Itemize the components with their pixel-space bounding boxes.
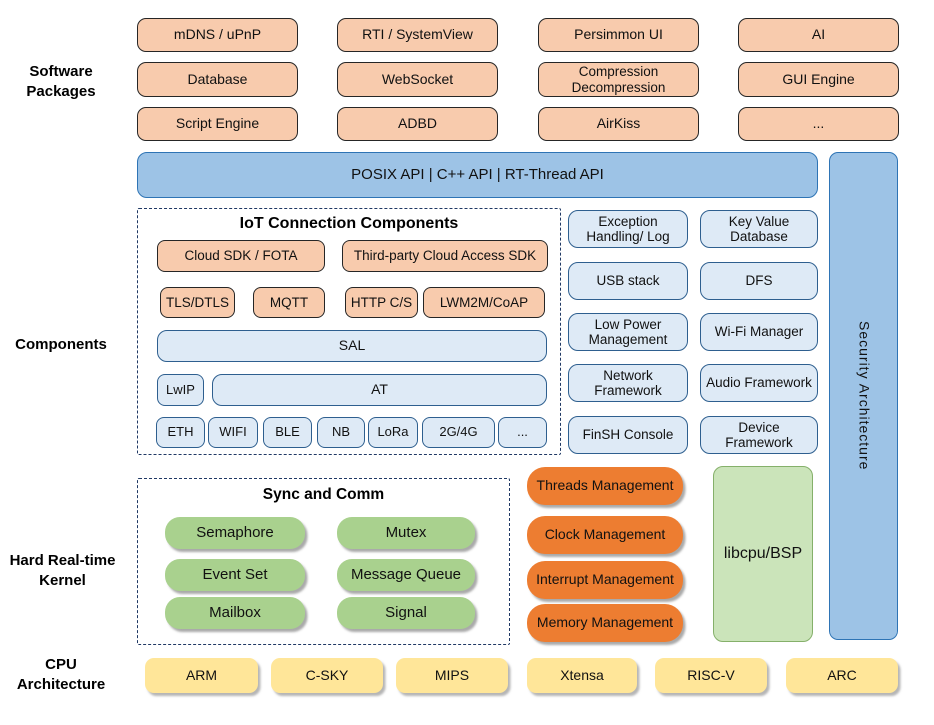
iot-components-container (137, 208, 561, 455)
sync-semaphore: Semaphore (165, 517, 305, 549)
label-software-packages-line2: Packages (26, 82, 96, 100)
iot-mqtt: MQTT (253, 287, 325, 318)
cpu-risc-v: RISC-V (655, 658, 767, 693)
iot-lwm2m-coap: LWM2M/CoAP (423, 287, 545, 318)
pkg-websocket: WebSocket (337, 62, 498, 97)
pkg-database: Database (137, 62, 298, 97)
label-kernel-line1: Hard Real-time (9, 552, 116, 569)
label-cpu-architecture: CPU Architecture (5, 655, 117, 694)
pkg-airkiss: AirKiss (538, 107, 699, 141)
iot-cloud-sdk-fota: Cloud SDK / FOTA (157, 240, 325, 272)
cpu-mips: MIPS (396, 658, 508, 693)
iot-third-party-cloud-sdk: Third-party Cloud Access SDK (342, 240, 548, 272)
pkg-script-engine: Script Engine (137, 107, 298, 141)
api-bar: POSIX API | C++ API | RT-Thread API (137, 152, 818, 198)
label-cpu-line1: CPU (45, 656, 77, 673)
iot-link-nb: NB (317, 417, 365, 448)
iot-lwip: LwIP (157, 374, 204, 406)
sync-event-set: Event Set (165, 559, 305, 591)
iot-link-eth: ETH (156, 417, 205, 448)
label-kernel: Hard Real-time Kernel (0, 551, 125, 590)
pkg-gui-engine: GUI Engine (738, 62, 899, 97)
label-cpu-line2: Architecture (16, 675, 106, 693)
label-components: Components (5, 335, 117, 355)
comp-device-framework: Device Framework (700, 416, 818, 454)
cpu-xtensa: Xtensa (527, 658, 637, 693)
comp-exception-handling-log: Exception Handling/ Log (568, 210, 688, 248)
sync-message-queue: Message Queue (337, 559, 475, 591)
pkg-compression-decompression: Compression Decompression (538, 62, 699, 97)
sync-signal: Signal (337, 597, 475, 629)
pkg-adbd: ADBD (337, 107, 498, 141)
iot-link-2g4g: 2G/4G (422, 417, 495, 448)
label-software-packages-line1: Software (29, 63, 93, 80)
kernel-libcpu-bsp: libcpu/BSP (713, 466, 813, 642)
iot-link-more: ... (498, 417, 547, 448)
comp-usb-stack: USB stack (568, 262, 688, 300)
iot-link-lora: LoRa (368, 417, 418, 448)
kernel-interrupt-management: Interrupt Management (527, 561, 683, 599)
comp-finsh-console: FinSH Console (568, 416, 688, 454)
sync-comm-title: Sync and Comm (262, 486, 385, 503)
iot-components-title: IoT Connection Components (239, 215, 459, 232)
kernel-threads-management: Threads Management (527, 467, 683, 505)
label-kernel-line2: Kernel (39, 571, 86, 589)
pkg-rti-systemview: RTI / SystemView (337, 18, 498, 52)
cpu-arc: ARC (786, 658, 898, 693)
comp-network-framework: Network Framework (568, 364, 688, 402)
iot-link-wifi: WIFI (208, 417, 258, 448)
iot-at: AT (212, 374, 547, 406)
kernel-memory-management: Memory Management (527, 604, 683, 642)
iot-link-ble: BLE (263, 417, 312, 448)
label-software-packages: Software Packages (5, 62, 117, 101)
iot-tls-dtls: TLS/DTLS (160, 287, 235, 318)
sync-comm-container (137, 478, 510, 645)
comp-low-power-management: Low Power Management (568, 313, 688, 351)
label-components-text: Components (15, 336, 107, 353)
comp-dfs: DFS (700, 262, 818, 300)
security-architecture-bar: Security Architecture (829, 152, 898, 640)
comp-key-value-database: Key Value Database (700, 210, 818, 248)
pkg-ai: AI (738, 18, 899, 52)
security-architecture-text: Security Architecture (856, 321, 873, 471)
cpu-arm: ARM (145, 658, 258, 693)
iot-http-cs: HTTP C/S (345, 287, 418, 318)
cpu-c-sky: C-SKY (271, 658, 383, 693)
pkg-persimmon-ui: Persimmon UI (538, 18, 699, 52)
comp-wifi-manager: Wi-Fi Manager (700, 313, 818, 351)
sync-mutex: Mutex (337, 517, 475, 549)
kernel-clock-management: Clock Management (527, 516, 683, 554)
sync-mailbox: Mailbox (165, 597, 305, 629)
comp-audio-framework: Audio Framework (700, 364, 818, 402)
pkg-mdns-upnp: mDNS / uPnP (137, 18, 298, 52)
iot-sal: SAL (157, 330, 547, 362)
pkg-more: ... (738, 107, 899, 141)
